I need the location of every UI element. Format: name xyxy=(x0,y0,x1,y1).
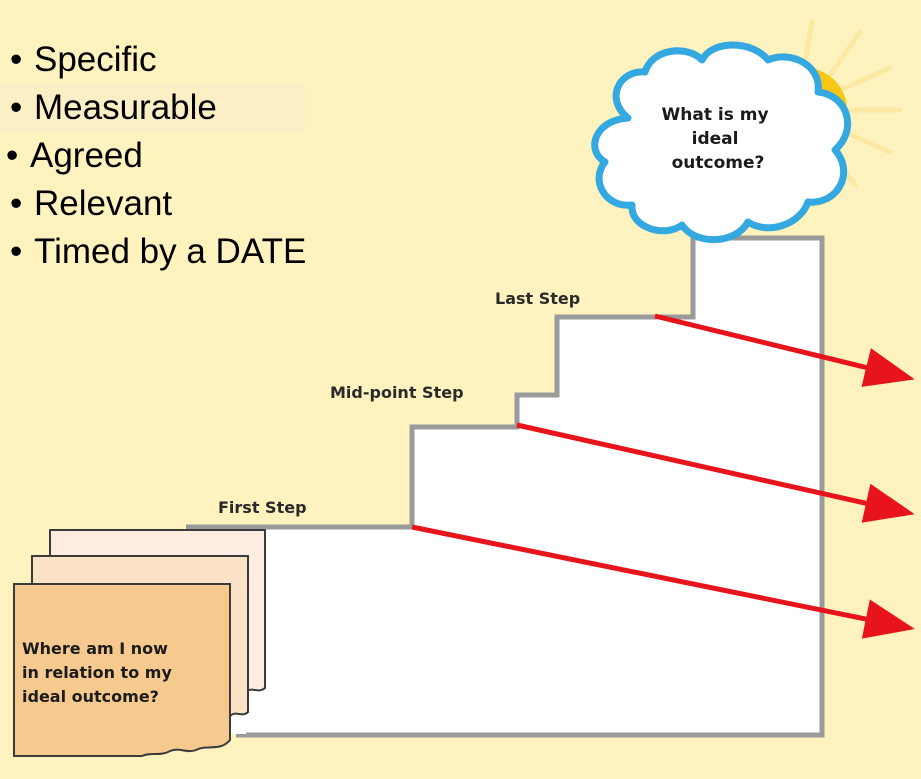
criterion-specific: • Specific xyxy=(0,36,306,84)
criterion-label: Specific xyxy=(34,40,157,79)
criterion-label: Measurable xyxy=(34,88,217,127)
criterion-agreed: • Agreed xyxy=(0,132,306,180)
last-step-label: Last Step xyxy=(495,289,580,308)
criterion-timed: • Timed by a DATE xyxy=(0,228,306,276)
pages-text: Where am I now in relation to my ideal o… xyxy=(22,639,177,706)
bullet: • xyxy=(10,184,23,223)
cloud-line: outcome? xyxy=(672,153,765,173)
bullet: • xyxy=(10,40,23,79)
bullet: • xyxy=(10,88,23,127)
staircase-outline xyxy=(186,235,825,738)
stacked-pages-icon: Where am I now in relation to my ideal o… xyxy=(13,529,266,757)
arrow-icon xyxy=(516,422,915,523)
criterion-label: Timed by a DATE xyxy=(34,232,307,271)
cloud-text: What is my ideal outcome? xyxy=(662,105,775,173)
arrow-icon xyxy=(654,313,915,387)
cloud-line: ideal xyxy=(692,129,739,149)
criterion-measurable: • Measurable xyxy=(0,84,307,132)
mid-step-label: Mid-point Step xyxy=(330,383,464,402)
bullet: • xyxy=(6,136,19,175)
first-step-label: First Step xyxy=(218,498,307,517)
pages-line: Where am I now xyxy=(22,639,168,658)
smart-criteria-list: •Specific •Measurable •Agreed •Relevant … xyxy=(0,36,307,276)
criterion-label: Agreed xyxy=(30,136,143,175)
pages-line: ideal outcome? xyxy=(22,687,159,706)
bullet: • xyxy=(10,232,23,271)
criterion-relevant: • Relevant xyxy=(0,180,306,228)
criterion-label: Relevant xyxy=(34,184,173,223)
arrow-icon xyxy=(411,524,915,639)
cloud-icon: What is my ideal outcome? xyxy=(591,41,852,244)
pages-line: in relation to my xyxy=(22,663,172,682)
cloud-line: What is my xyxy=(662,105,769,125)
